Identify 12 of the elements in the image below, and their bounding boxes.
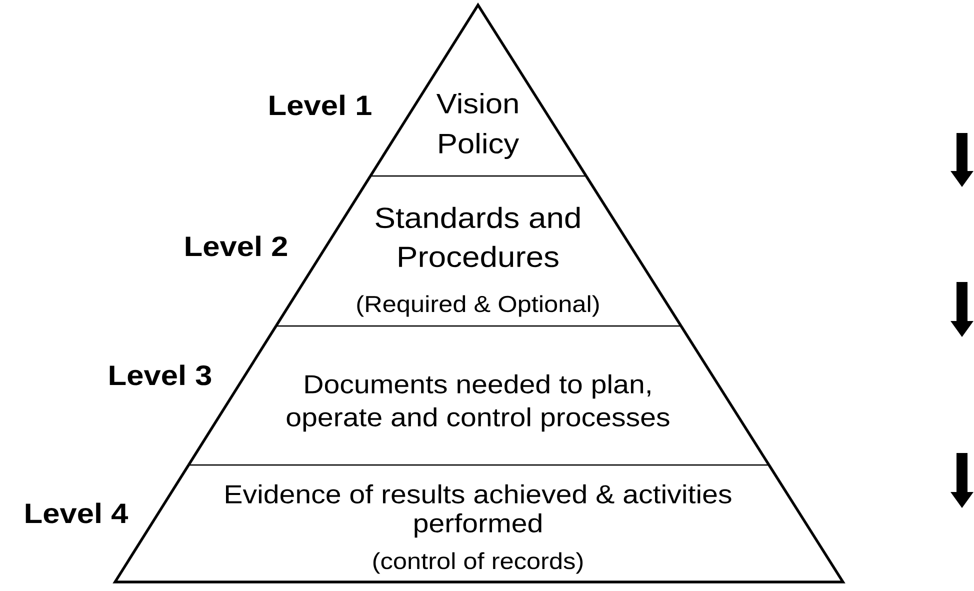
level-label: Level 3	[110, 364, 212, 386]
tier-text: Documents needed to plan, operate and control processes	[286, 374, 670, 432]
tier-text: Vision Policy	[436, 92, 520, 160]
level-label: Level 1	[270, 94, 372, 116]
tier-note: (control of records)	[373, 552, 583, 574]
pyramid-tier	[112, 464, 846, 584]
tier-text: Evidence of results achieved & activities performed	[226, 484, 732, 538]
level-label: Level 4	[26, 502, 128, 524]
tier-text: Standards and Procedures	[376, 206, 580, 268]
pyramid-tier	[187, 324, 770, 466]
tier-note: (Required & Optional)	[357, 295, 599, 317]
level-label: Level 2	[186, 236, 287, 256]
